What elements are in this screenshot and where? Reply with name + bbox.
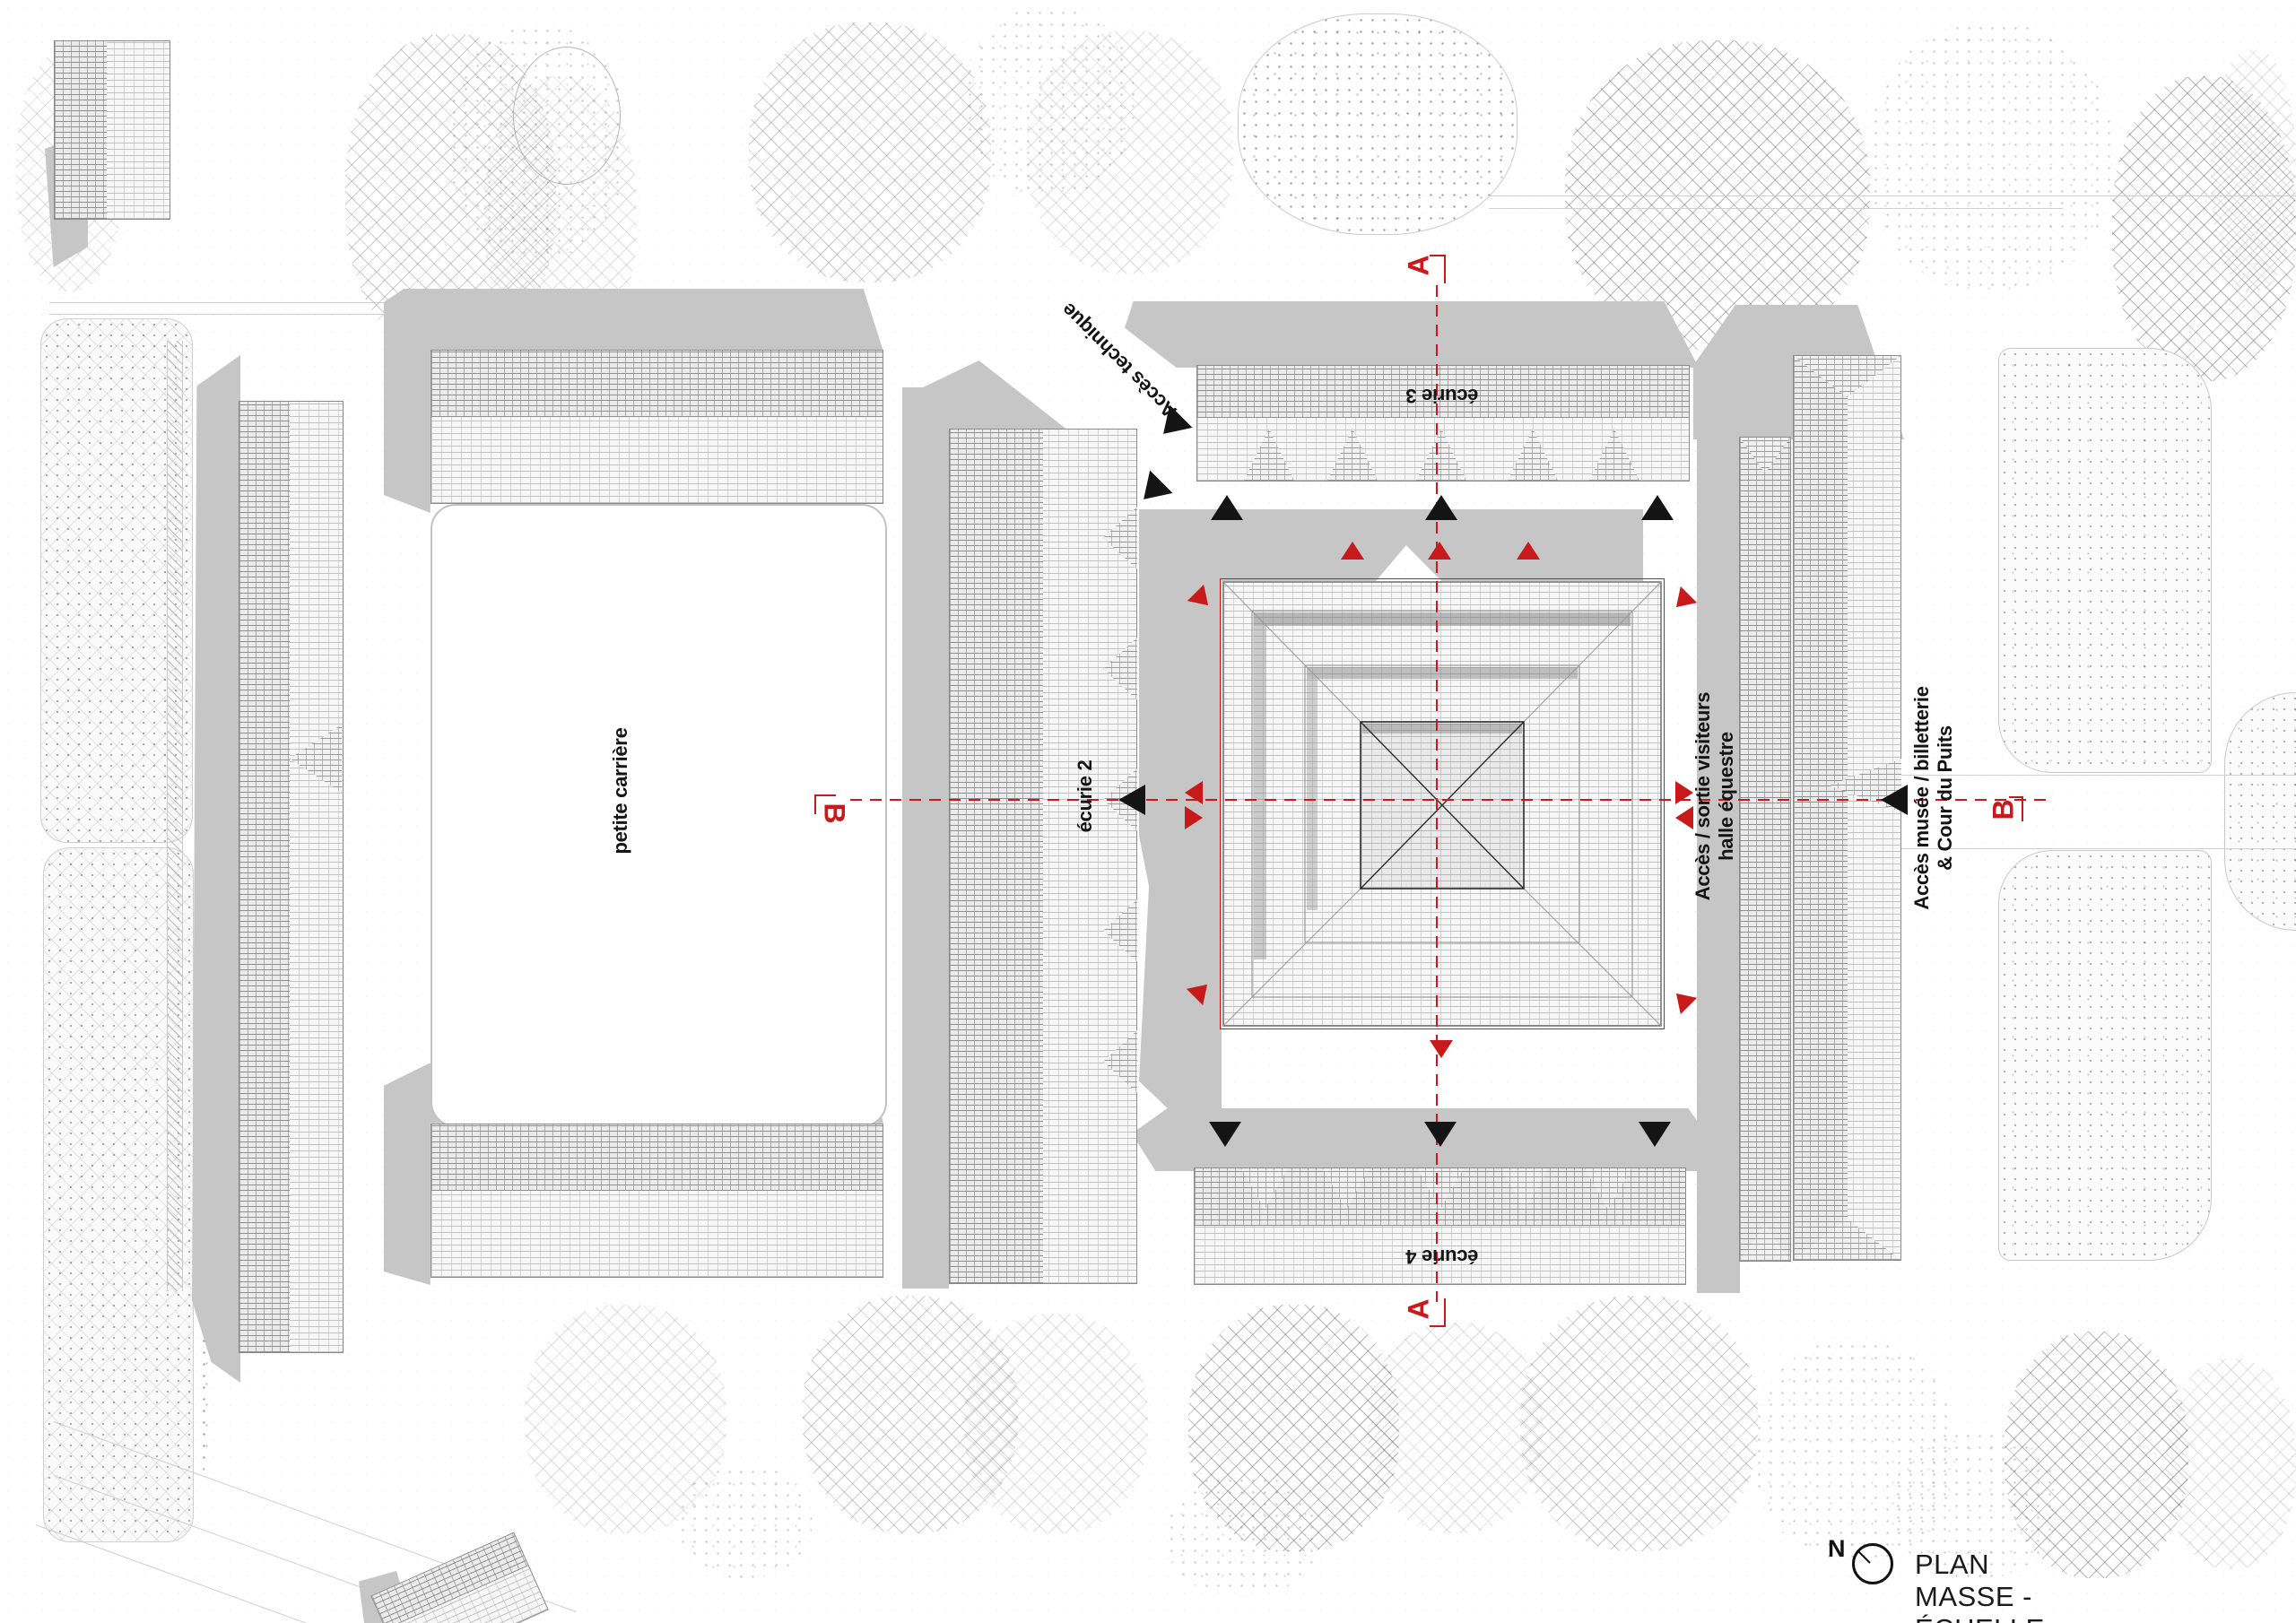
building-musee xyxy=(1793,355,1901,1261)
tree-crosshatch xyxy=(1565,40,1870,350)
tree-stippled xyxy=(1870,22,2112,291)
building-east-narrow xyxy=(1739,437,1791,1262)
label-petite-carriere: petite carrière xyxy=(609,727,631,855)
north-arrow-icon xyxy=(1852,1543,1893,1584)
section-line-aa xyxy=(1436,285,1438,1302)
path-line xyxy=(1901,848,2296,849)
section-bracket xyxy=(1430,1298,1446,1327)
building-carriere-south xyxy=(430,1124,883,1278)
section-bracket xyxy=(814,794,836,814)
roof-hip xyxy=(1740,438,1790,473)
tree-crosshatch xyxy=(2112,76,2296,381)
grass-area xyxy=(2224,692,2296,931)
label-ecurie-3: écurie 3 xyxy=(1405,385,1479,407)
tree-crosshatch xyxy=(803,1296,1018,1533)
halle-red-outline xyxy=(1220,578,1665,1029)
plan-title: PLAN MASSE - ÉCHELLE 1/500 xyxy=(1915,1549,2044,1623)
tree-stippled xyxy=(1238,13,1518,235)
building-shadow xyxy=(1132,1108,1724,1171)
tree-crosshatch xyxy=(964,1314,1148,1533)
section-line-bb xyxy=(850,799,2047,801)
tree-crosshatch xyxy=(1027,31,1233,273)
path-line xyxy=(1489,195,2296,196)
arrow-black-up xyxy=(1425,495,1457,520)
tree-stippled xyxy=(1166,1475,1318,1596)
tree-outline xyxy=(513,47,621,185)
roof-dark-band xyxy=(950,430,1043,1283)
arrow-black-up xyxy=(1641,495,1674,520)
section-bracket xyxy=(2009,796,2023,821)
arrow-black-diagonal xyxy=(1132,470,1172,510)
section-bracket xyxy=(1430,255,1446,283)
building-west-long xyxy=(239,401,344,1353)
arrow-red-left xyxy=(1675,806,1693,829)
tree-stippled xyxy=(1753,1341,1955,1560)
roof-dark-band xyxy=(1794,356,1848,1260)
building-shadow xyxy=(1125,301,1699,368)
path-line xyxy=(49,314,601,315)
label-ecurie-2: écurie 2 xyxy=(1074,759,1096,833)
grass-area xyxy=(1998,850,2212,1261)
tree-stippled xyxy=(677,1466,812,1578)
label-ecurie-4: écurie 4 xyxy=(1405,1245,1479,1268)
arrow-red-right xyxy=(1675,781,1693,804)
tree-stippled xyxy=(964,7,1135,195)
arrow-red-corner xyxy=(1668,985,1698,1015)
arrow-red-corner xyxy=(1668,586,1698,616)
tree-crosshatch xyxy=(1520,1296,1758,1551)
path-line xyxy=(49,302,601,303)
roof-dark-band xyxy=(239,402,290,1352)
hatched-walk xyxy=(167,341,183,1291)
tree-crosshatch xyxy=(2005,1332,2188,1578)
path-line xyxy=(1489,208,2063,209)
label-acces-halle: Accès / sortie visiteurs halle équestre xyxy=(1692,691,1737,901)
roof-dark-band xyxy=(431,351,883,417)
tree-crosshatch xyxy=(1188,1305,1399,1551)
building-shadow xyxy=(902,387,949,1289)
building-shadow xyxy=(1139,540,1222,1169)
tree-stippled xyxy=(1892,1430,2058,1578)
label-acces-musee: Accès musée / billetterie & Cour du Puit… xyxy=(1910,686,1956,910)
building-shadow xyxy=(1697,396,1740,1293)
petite-carriere-arena xyxy=(430,504,887,1127)
halle-roof-geometry xyxy=(1222,581,1662,1027)
tree-crosshatch xyxy=(2211,49,2296,291)
arrow-black-up xyxy=(1211,495,1243,520)
tree-crosshatch xyxy=(749,22,991,282)
arrow-red-down xyxy=(1430,1040,1453,1058)
roof-dark-band xyxy=(1197,366,1689,418)
building-carriere-north xyxy=(430,350,883,504)
building-shadow xyxy=(192,355,240,1383)
tree-crosshatch xyxy=(525,1305,726,1533)
roof-dark-band xyxy=(431,1124,883,1191)
building-ecurie-2 xyxy=(949,429,1137,1284)
roof-hip xyxy=(1740,1225,1790,1261)
path-line xyxy=(1901,775,2296,776)
north-label: N xyxy=(1828,1535,1846,1562)
tree-crosshatch xyxy=(2166,1358,2296,1569)
tree-crosshatch xyxy=(1368,1323,1543,1533)
building-small-north xyxy=(54,40,170,220)
roof-dark-band xyxy=(55,41,107,219)
grass-area xyxy=(1998,348,2212,773)
